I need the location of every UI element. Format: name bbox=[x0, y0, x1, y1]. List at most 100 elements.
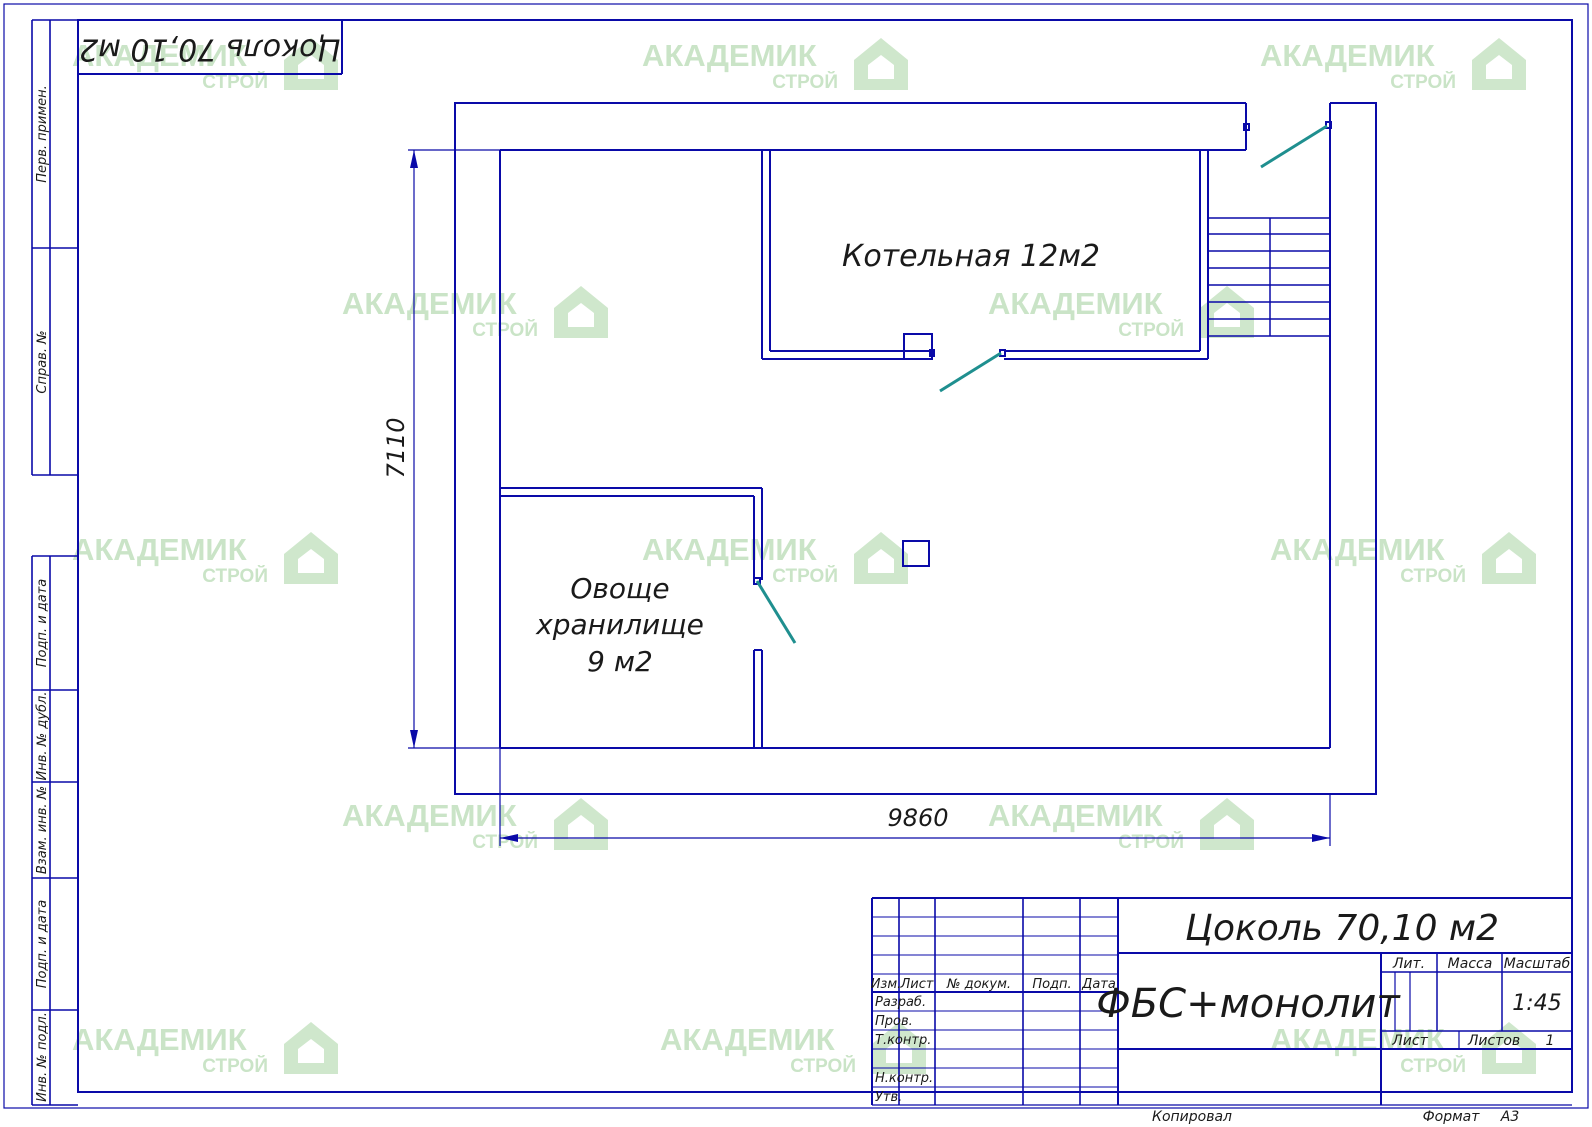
material-label: ФБС+монолит bbox=[1096, 981, 1401, 1027]
massa-label: Масса bbox=[1448, 956, 1493, 972]
house-logo-icon bbox=[854, 532, 908, 584]
side-label-vzam-inv: Взам. инв. № bbox=[35, 786, 50, 874]
door-swings bbox=[755, 124, 1328, 644]
header-data: Дата bbox=[1081, 977, 1116, 992]
watermark-main-text: АКАДЕМИК bbox=[642, 532, 817, 567]
listov-value: 1 bbox=[1546, 1033, 1555, 1049]
scale-value: 1:45 bbox=[1512, 991, 1561, 1016]
side-label-inv-dubl: Инв. № дубл. bbox=[35, 692, 50, 781]
dimension-lines bbox=[408, 149, 1331, 846]
kopiroval-label: Копировал bbox=[1152, 1109, 1232, 1125]
header-podp: Подп. bbox=[1032, 977, 1071, 992]
side-label-inv-podl: Инв. № подл. bbox=[35, 1012, 50, 1102]
watermark-main-text: АКАДЕМИК bbox=[72, 38, 247, 73]
house-logo-icon bbox=[554, 798, 608, 850]
watermark-main-text: АКАДЕМИК bbox=[72, 532, 247, 567]
watermark-sub-text: СТРОЙ bbox=[1118, 831, 1184, 853]
watermark-sub-text: СТРОЙ bbox=[472, 831, 538, 853]
header-n-dokum: № докум. bbox=[946, 977, 1011, 992]
house-logo-icon bbox=[1482, 1022, 1536, 1074]
side-label-sprav-no: Справ. № bbox=[35, 330, 50, 393]
side-stamp bbox=[31, 19, 78, 1106]
watermark-sub-text: СТРОЙ bbox=[202, 565, 268, 587]
side-label-podp-data-1: Подп. и дата bbox=[35, 579, 50, 668]
watermark-main-text: АКАДЕМИК bbox=[72, 1022, 247, 1057]
header-list: Лист bbox=[900, 977, 934, 992]
storage-door bbox=[755, 580, 797, 644]
boiler-room-label: Котельная 12м2 bbox=[842, 239, 1100, 274]
house-logo-icon bbox=[284, 38, 338, 90]
masshtab-label: Масштаб bbox=[1504, 956, 1571, 972]
side-label-podp-data-2: Подп. и дата bbox=[35, 900, 50, 989]
watermark-sub-text: СТРОЙ bbox=[772, 565, 838, 587]
staircase bbox=[1208, 217, 1330, 337]
house-logo-icon bbox=[1482, 532, 1536, 584]
watermark-sub-text: СТРОЙ bbox=[1118, 319, 1184, 341]
watermark-sub-text: СТРОЙ bbox=[1400, 565, 1466, 587]
room-labels: Котельная 12м2 Овоще хранилище 9 м2 bbox=[535, 239, 1100, 678]
top-left-title-box: Цоколь 70,10 м2 bbox=[78, 20, 343, 75]
watermark-sub-text: СТРОЙ bbox=[772, 71, 838, 93]
storage-label-line1: Овоще bbox=[570, 572, 669, 605]
watermark-sub-text: СТРОЙ bbox=[472, 319, 538, 341]
house-logo-icon bbox=[872, 1022, 926, 1074]
format-label: Формат bbox=[1423, 1109, 1481, 1125]
house-logo-icon bbox=[554, 286, 608, 338]
house-logo-icon bbox=[284, 532, 338, 584]
boiler-unit bbox=[903, 333, 933, 360]
house-logo-icon bbox=[1200, 286, 1254, 338]
list-label: Лист bbox=[1391, 1033, 1428, 1049]
watermark-layer: АКАДЕМИКСТРОЙАКАДЕМИКСТРОЙАКАДЕМИКСТРОЙА… bbox=[72, 38, 1536, 1077]
outer-wall-outline bbox=[454, 102, 1377, 795]
column-post bbox=[902, 540, 930, 567]
watermark-sub-text: СТРОЙ bbox=[790, 1055, 856, 1077]
watermark-main-text: АКАДЕМИК bbox=[642, 38, 817, 73]
boiler-door bbox=[939, 351, 1002, 393]
watermark-sub-text: СТРОЙ bbox=[202, 1055, 268, 1077]
watermark-main-text: АКАДЕМИК bbox=[342, 286, 517, 321]
house-logo-icon bbox=[854, 38, 908, 90]
watermark-main-text: АКАДЕМИК bbox=[988, 798, 1163, 833]
role-prov: Пров. bbox=[875, 1014, 913, 1029]
watermark-main-text: АКАДЕМИК bbox=[1270, 1022, 1445, 1057]
house-logo-icon bbox=[284, 1022, 338, 1074]
dimension-vertical-value: 7110 bbox=[382, 417, 410, 478]
side-label-perv-primen: Перв. примен. bbox=[35, 85, 50, 183]
watermark-sub-text: СТРОЙ bbox=[1390, 71, 1456, 93]
dimension-horizontal-value: 9860 bbox=[887, 804, 948, 832]
upside-down-title: Цоколь 70,10 м2 bbox=[79, 32, 341, 67]
house-logo-icon bbox=[1472, 38, 1526, 90]
entrance-door bbox=[1260, 124, 1328, 169]
role-utv: Утв. bbox=[875, 1090, 902, 1105]
watermark-main-text: АКАДЕМИК bbox=[660, 1022, 835, 1057]
outer-sheet-border bbox=[3, 3, 1589, 1109]
title-block bbox=[871, 897, 1572, 1106]
role-razrab: Разраб. bbox=[875, 995, 926, 1010]
storage-label-line3: 9 м2 bbox=[587, 645, 653, 678]
house-logo-icon bbox=[1200, 798, 1254, 850]
watermark-main-text: АКАДЕМИК bbox=[1270, 532, 1445, 567]
side-stamp-labels: Перв. примен. Справ. № Подп. и дата Инв.… bbox=[35, 85, 50, 1102]
watermark-main-text: АКАДЕМИК bbox=[1260, 38, 1435, 73]
title-block-text: Цоколь 70,10 м2 ФБС+монолит Изм. Лист № … bbox=[871, 908, 1571, 1125]
watermark-sub-text: СТРОЙ bbox=[1400, 1055, 1466, 1077]
watermark-main-text: АКАДЕМИК bbox=[342, 798, 517, 833]
floor-plan bbox=[454, 102, 1377, 795]
role-tkontr: Т.контр. bbox=[875, 1033, 931, 1048]
lit-label: Лит. bbox=[1392, 956, 1425, 972]
watermark-sub-text: СТРОЙ bbox=[202, 71, 268, 93]
sheet-title: Цоколь 70,10 м2 bbox=[1185, 908, 1499, 949]
watermark-main-text: АКАДЕМИК bbox=[988, 286, 1163, 321]
